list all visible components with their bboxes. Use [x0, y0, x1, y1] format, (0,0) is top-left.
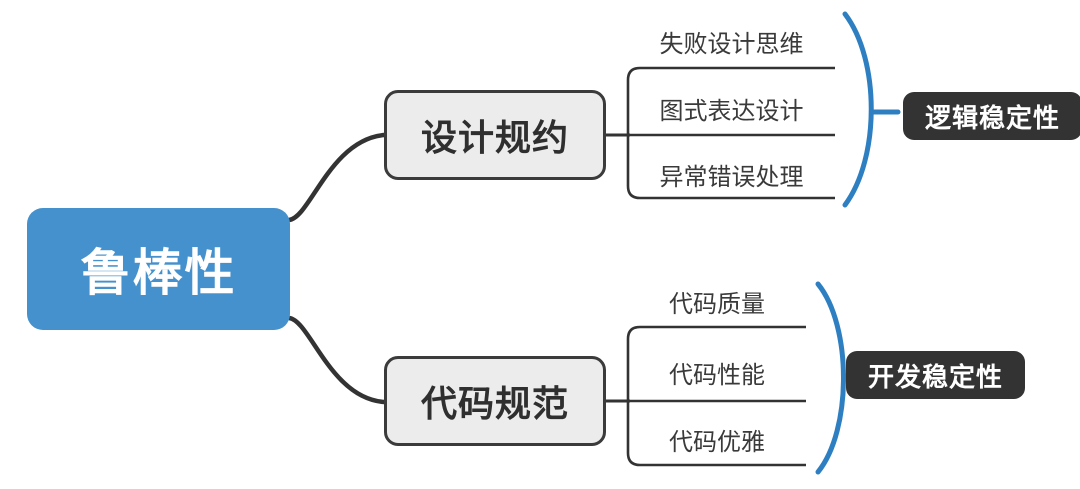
connector-root-to-branch-top: [286, 132, 387, 223]
leaf-node-design-3[interactable]: 异常错误处理: [628, 157, 835, 191]
root-node-label: 鲁棒性: [80, 245, 237, 301]
badge-logic-stability[interactable]: 逻辑稳定性: [903, 92, 1080, 140]
branch-node-label: 设计规约: [420, 117, 569, 158]
leaf-node-code-2[interactable]: 代码性能: [628, 355, 806, 389]
leaf-node-code-3[interactable]: 代码优雅: [628, 422, 806, 456]
badge-label: 逻辑稳定性: [925, 102, 1061, 133]
branch-node-code-standard[interactable]: 代码规范: [384, 356, 606, 446]
leaf-label: 异常错误处理: [659, 163, 804, 191]
leaf-label: 代码性能: [669, 361, 765, 389]
leaf-node-code-1[interactable]: 代码质量: [628, 284, 806, 318]
leaf-node-design-2[interactable]: 图式表达设计: [628, 91, 835, 125]
leaf-label: 图式表达设计: [659, 97, 804, 125]
leaf-node-design-1[interactable]: 失败设计思维: [628, 24, 835, 58]
leaf-label: 代码优雅: [669, 428, 765, 456]
branch-node-design-spec[interactable]: 设计规约: [384, 90, 606, 180]
root-node[interactable]: 鲁棒性: [27, 208, 290, 330]
leaf-label: 失败设计思维: [659, 30, 804, 58]
connector-root-to-branch-bottom: [286, 315, 387, 405]
brace-top: [842, 11, 874, 208]
leaf-label: 代码质量: [669, 290, 765, 318]
brace-bottom: [815, 281, 846, 475]
badge-dev-stability[interactable]: 开发稳定性: [846, 351, 1026, 399]
badge-label: 开发稳定性: [868, 361, 1004, 392]
branch-node-label: 代码规范: [420, 383, 569, 424]
